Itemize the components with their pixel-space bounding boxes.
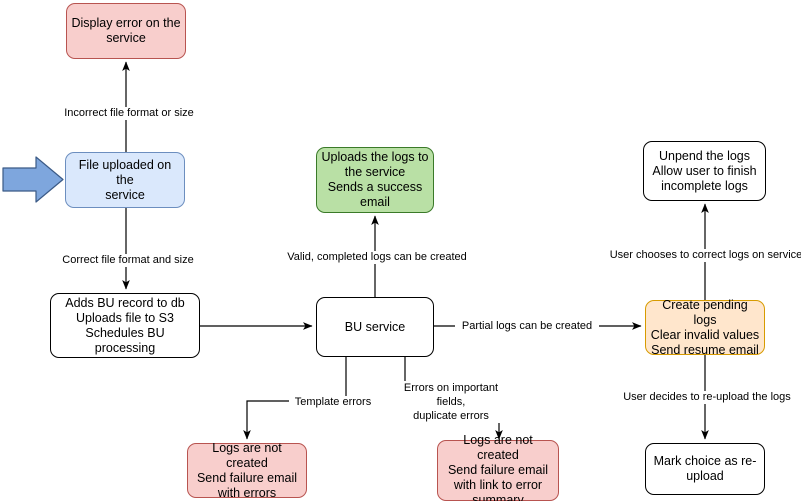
edge-label-user-corrects: User chooses to correct logs on service <box>607 249 801 262</box>
edge-label-important-errors: Errors on important fields, duplicate er… <box>392 381 510 423</box>
node-logs-not-created-errors[interactable]: Logs are not created Send failure email … <box>187 441 307 500</box>
node-unpend-logs[interactable]: Unpend the logs Allow user to finish inc… <box>643 141 766 201</box>
node-file-uploaded[interactable]: File uploaded on the service <box>65 152 185 208</box>
node-uploads-logs[interactable]: Uploads the logs to the service Sends a … <box>316 147 434 213</box>
node-display-error[interactable]: Display error on the service <box>66 3 186 59</box>
edge-label-partial-logs: Partial logs can be created <box>455 320 599 333</box>
edge-label-valid-logs: Valid, completed logs can be created <box>282 251 472 264</box>
node-adds-bu-record[interactable]: Adds BU record to db Uploads file to S3 … <box>50 293 200 358</box>
edge-label-template-errors: Template errors <box>289 396 377 409</box>
node-mark-choice-reupload[interactable]: Mark choice as re- upload <box>645 443 765 495</box>
node-logs-not-created-summary[interactable]: Logs are not created Send failure email … <box>437 433 559 501</box>
entry-arrow-icon <box>2 156 64 203</box>
node-create-pending-logs[interactable]: Create pending logs Clear invalid values… <box>645 298 765 357</box>
node-bu-service[interactable]: BU service <box>316 297 434 357</box>
edge-label-user-reuploads: User decides to re-upload the logs <box>619 391 795 404</box>
edge-label-correct-format: Correct file format and size <box>57 254 199 267</box>
edge-label-incorrect-format: Incorrect file format or size <box>57 107 201 120</box>
